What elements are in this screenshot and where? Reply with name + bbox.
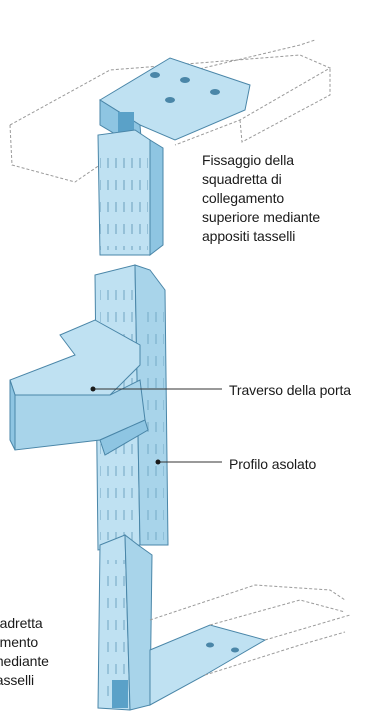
label-bottom-bracket-fixing: o uadretta amento mediante tasselli	[0, 615, 49, 688]
door-crossbar	[9, 319, 149, 456]
bottom-upright-profile	[97, 533, 153, 711]
label-top-bracket-fixing: Fissaggio della squadretta di collegamen…	[202, 152, 321, 244]
ceiling-track-ghost	[9, 39, 332, 183]
label-slotted-profile: Profilo asolato	[229, 456, 317, 472]
leader-line-traverso	[90, 386, 222, 392]
leader-line-profilo	[155, 459, 222, 465]
bottom-bracket	[149, 624, 267, 706]
label-door-crossbar: Traverso della porta	[229, 382, 351, 398]
top-upright-profile	[97, 129, 164, 257]
floor-track-ghost	[149, 584, 351, 676]
